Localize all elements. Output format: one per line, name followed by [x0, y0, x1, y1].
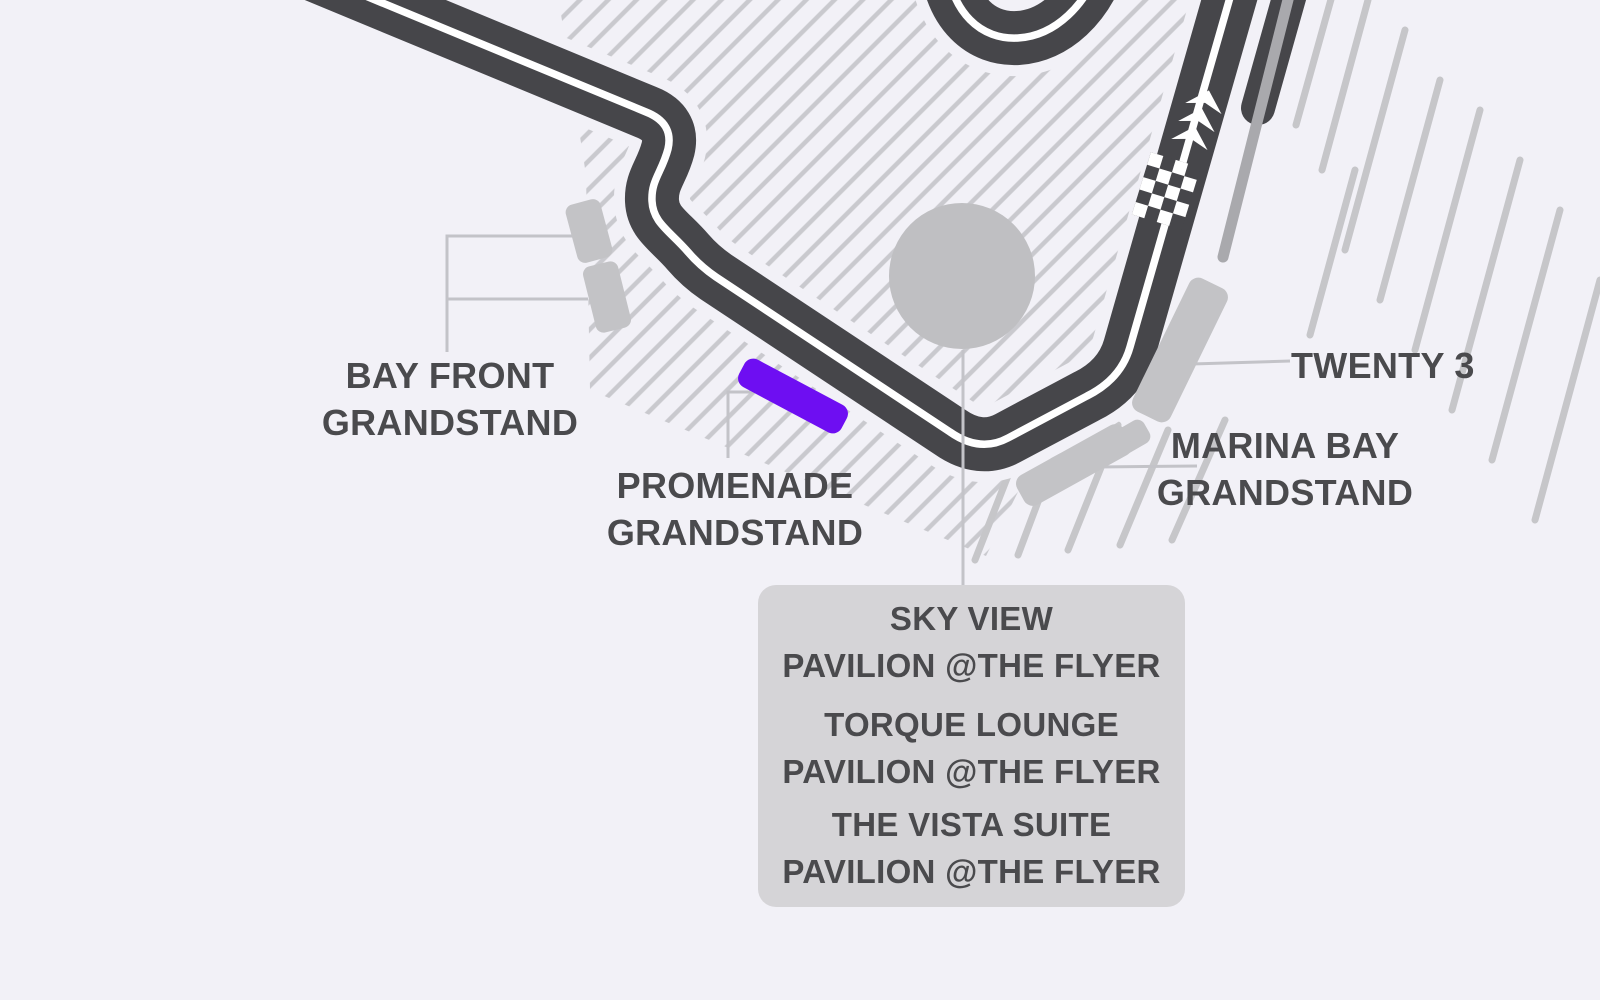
bay-front-grandstand-label[interactable]: BAY FRONT GRANDSTAND: [290, 352, 610, 446]
twenty3-leader: [1191, 359, 1291, 366]
promenade-grandstand-block-selected[interactable]: [735, 355, 852, 437]
flyer-pavilions-box: SKY VIEW PAVILION @THE FLYER TORQUE LOUN…: [758, 585, 1185, 907]
marina-bay-grandstand-label-line2: GRANDSTAND: [1156, 472, 1414, 513]
streak-line: [1531, 276, 1600, 524]
track-main-centerline: [365, 0, 1234, 448]
bay-front-leader: [445, 234, 577, 352]
bay-front-grandstand-label-line2: GRANDSTAND: [321, 402, 579, 443]
bay-front-grandstand-block-lower[interactable]: [581, 260, 632, 335]
sky-view-pavilion-line2: PAVILION @THE FLYER: [782, 647, 1161, 684]
torque-lounge-pavilion-line2: PAVILION @THE FLYER: [782, 753, 1161, 790]
promenade-grandstand-label-line2: GRANDSTAND: [606, 512, 864, 553]
torque-lounge-pavilion-item[interactable]: TORQUE LOUNGE PAVILION @THE FLYER: [758, 701, 1185, 795]
streak-line: [1306, 166, 1359, 339]
twenty3-grandstand-block[interactable]: [1129, 274, 1232, 425]
vista-suite-pavilion-line1: THE VISTA SUITE: [831, 806, 1112, 843]
streak-line: [1341, 26, 1409, 254]
twenty3-label[interactable]: TWENTY 3: [1291, 342, 1475, 389]
marina-bay-leader: [1096, 464, 1198, 469]
vista-suite-pavilion-line2: PAVILION @THE FLYER: [782, 853, 1161, 890]
promenade-grandstand-label[interactable]: PROMENADE GRANDSTAND: [575, 462, 895, 556]
track-hairpin-centerline: [952, 0, 1087, 42]
start-finish-checker-icon: [1131, 152, 1201, 230]
streak-line: [1411, 106, 1484, 354]
promenade-grandstand-label-line1: PROMENADE: [616, 465, 854, 506]
streak-line: [1318, 0, 1372, 174]
grandstand-blocks: [564, 197, 1232, 510]
marina-bay-grandstand-label[interactable]: MARINA BAY GRANDSTAND: [1125, 422, 1445, 516]
singapore-flyer-circle: [889, 203, 1035, 349]
streak-line: [1488, 206, 1564, 464]
chevron-up-arrows-icon: [1171, 90, 1222, 151]
streak-line: [1116, 426, 1172, 549]
streak-line: [1292, 0, 1335, 129]
bay-front-grandstand-block-upper[interactable]: [564, 197, 614, 264]
streak-line: [1168, 416, 1229, 544]
twenty3-label-text: TWENTY 3: [1291, 345, 1475, 386]
marina-bay-grandstand-block-long[interactable]: [1012, 421, 1135, 510]
bay-front-grandstand-label-line1: BAY FRONT: [345, 355, 555, 396]
marina-bay-grandstand-label-line1: MARINA BAY: [1170, 425, 1400, 466]
sky-view-pavilion-item[interactable]: SKY VIEW PAVILION @THE FLYER: [758, 595, 1185, 689]
vista-suite-pavilion-item[interactable]: THE VISTA SUITE PAVILION @THE FLYER: [758, 801, 1185, 895]
torque-lounge-pavilion-line1: TORQUE LOUNGE: [824, 706, 1119, 743]
pit-lane-line: [1217, 0, 1294, 263]
streak-line: [1448, 156, 1524, 414]
streak-line: [1376, 76, 1444, 304]
sky-view-pavilion-line1: SKY VIEW: [889, 600, 1054, 637]
